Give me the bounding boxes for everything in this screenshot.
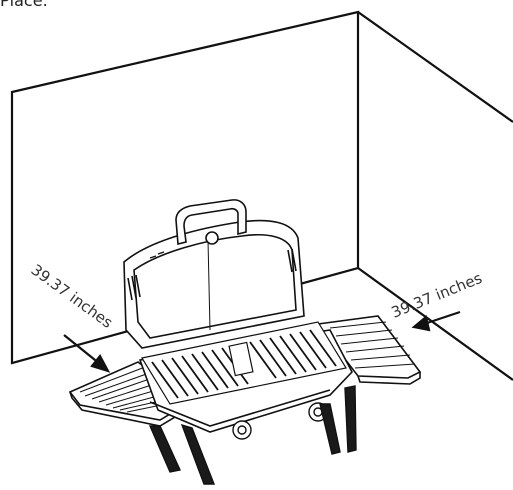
floor-edge [357,267,513,381]
left-clearance-arrow [63,334,111,373]
right-clearance-label: 39.37 inches [389,269,485,322]
right-wall [357,11,513,123]
corner-walls [10,10,513,381]
grill-lid [123,219,305,349]
left-clearance-label: 39.37 inches [28,261,117,332]
cooking-grates [141,321,347,405]
grill-legs [148,385,357,485]
right-clearance-arrow [411,310,461,332]
right-side-shelf [316,315,422,385]
lid-handle [175,199,247,246]
cut-off-heading: Place: [0,0,48,10]
